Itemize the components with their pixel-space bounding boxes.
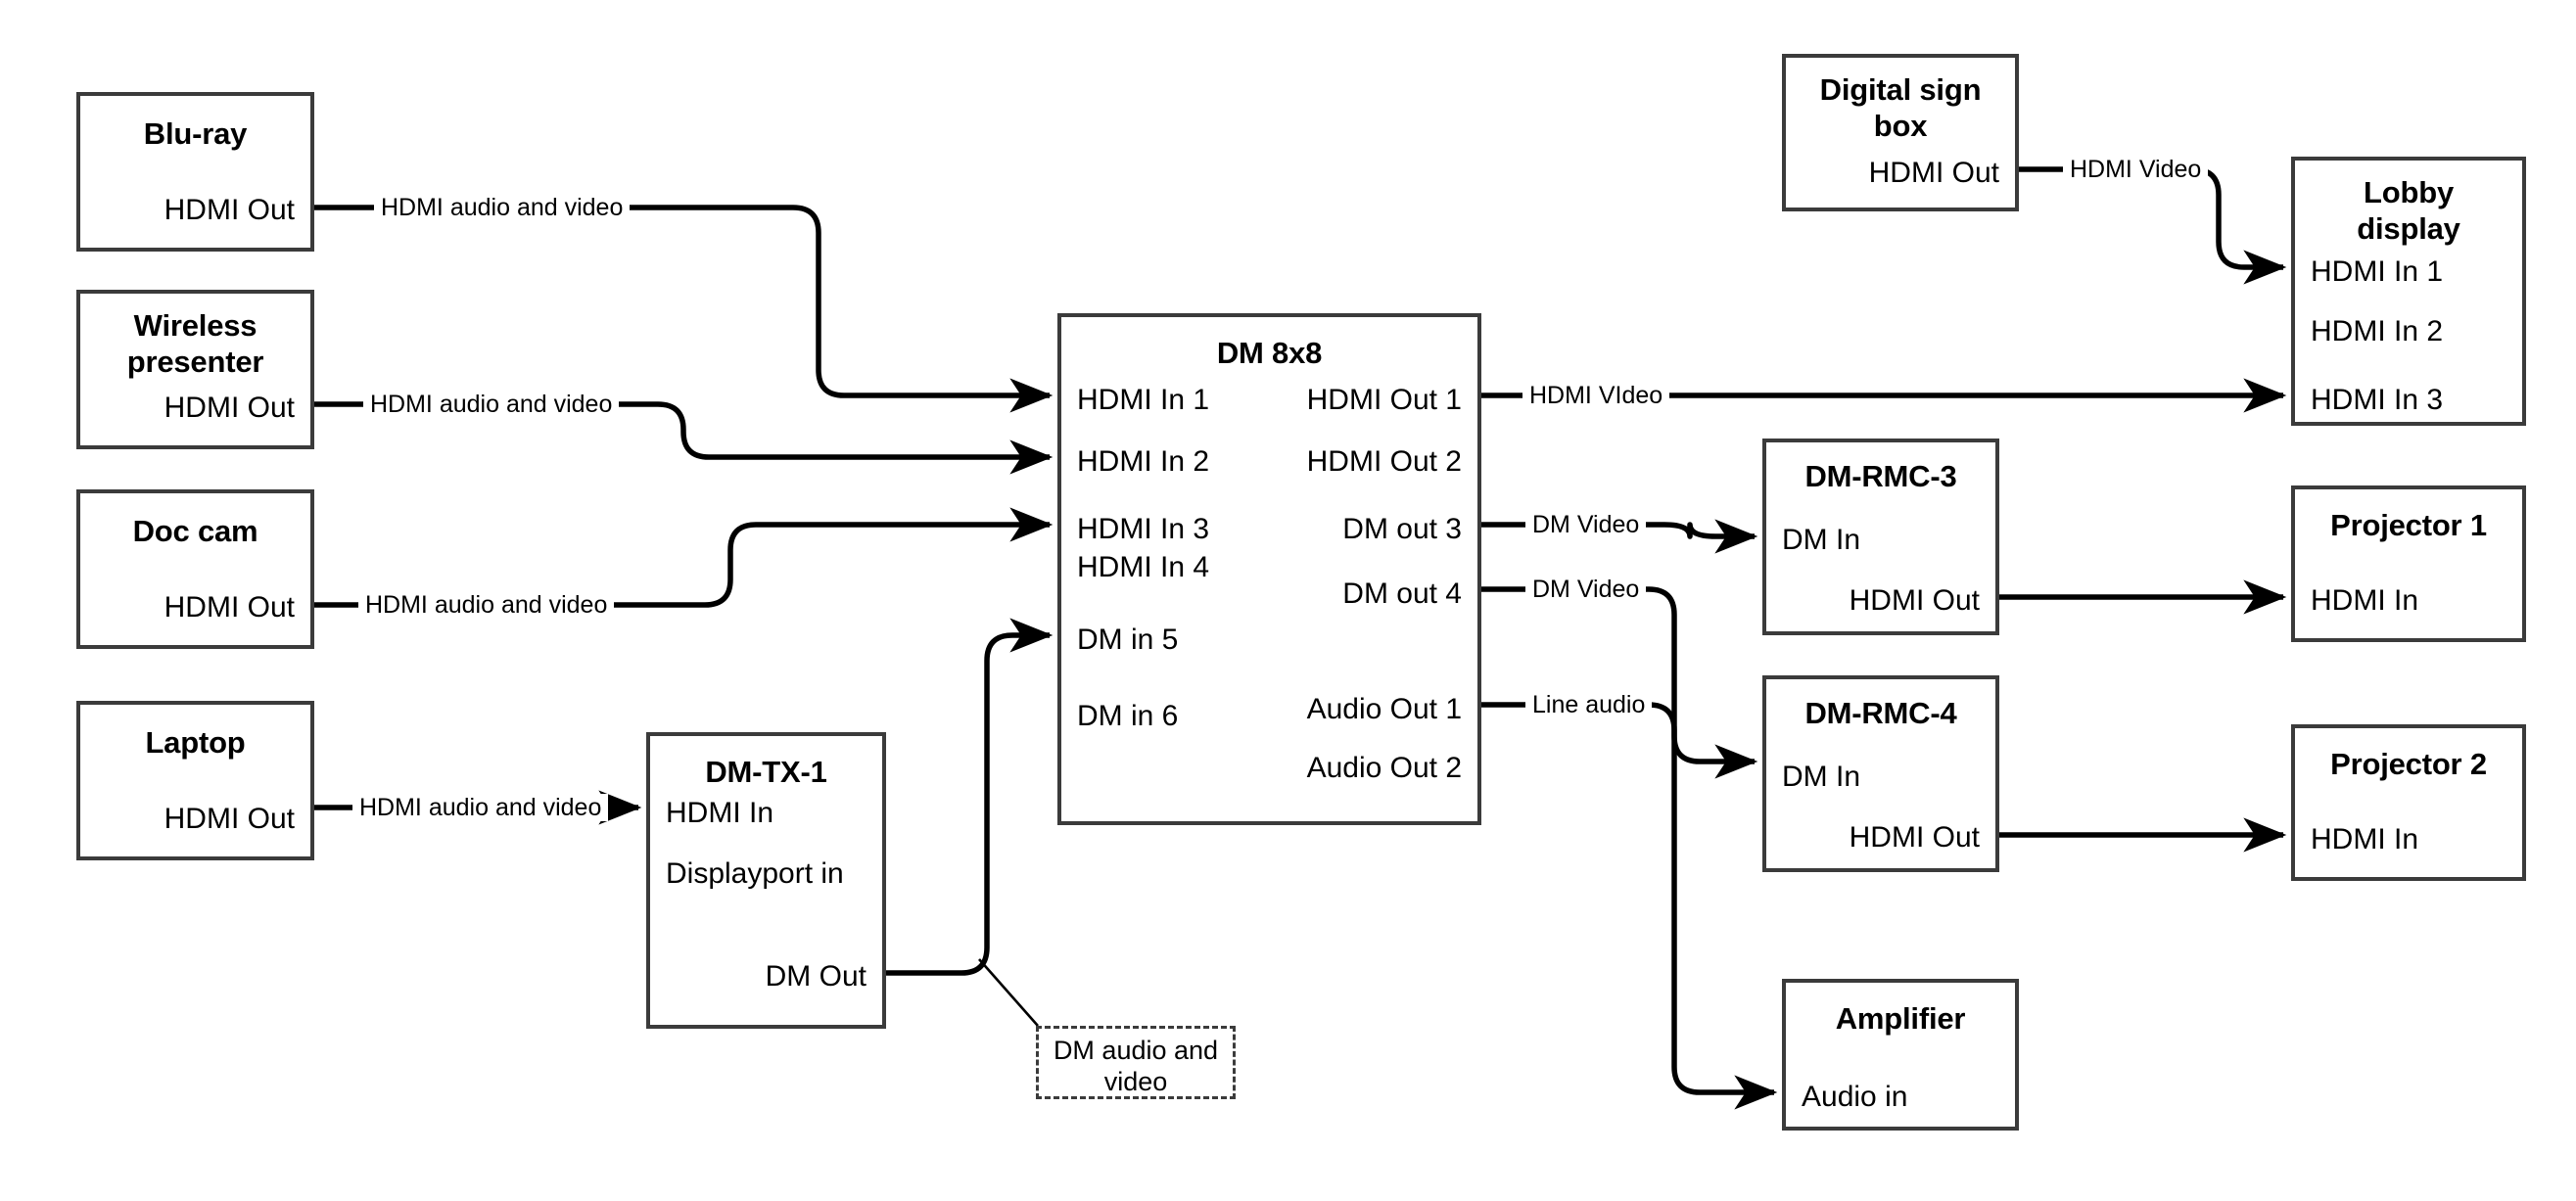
node-projector-1-port-hdmi-in: HDMI In <box>2311 584 2419 617</box>
wire-label-dm-hdmiout1: HDMI VIdeo <box>1522 382 1670 409</box>
node-amplifier-port-audio-in: Audio in <box>1802 1081 1908 1113</box>
node-dm-8x8-output-1: HDMI Out 1 <box>1306 384 1462 416</box>
node-lobby-display-input-1: HDMI In 1 <box>2311 255 2444 288</box>
node-dm-8x8-input-3: HDMI In 3 <box>1077 513 1210 545</box>
note-dm-audio-and-video-text: DM audio and video <box>1053 1036 1219 1096</box>
node-amplifier-title: Amplifier <box>1835 1001 1966 1036</box>
node-dm-tx-1[interactable]: DM-TX-1 HDMI In Displayport in DM Out <box>646 732 886 1029</box>
node-wireless-presenter-title: Wireless presenter <box>126 308 264 379</box>
wire-label-bluray-to-dm: HDMI audio and video <box>374 194 631 221</box>
wire-label-dm-audioout1: Line audio <box>1525 691 1653 718</box>
note-dm-audio-and-video: DM audio and video <box>1036 1026 1236 1099</box>
node-dm-8x8-output-5: Audio Out 1 <box>1306 693 1462 725</box>
node-dm-rmc-3-port-dm-in: DM In <box>1782 524 1861 556</box>
node-bluray-port-hdmi-out: HDMI Out <box>164 194 295 226</box>
node-digital-sign-box-title: Digital sign box <box>1819 72 1982 143</box>
node-dm-8x8-input-6: DM in 6 <box>1077 700 1179 732</box>
node-lobby-display-title: Lobby display <box>2357 175 2460 246</box>
node-dm-tx-1-title: DM-TX-1 <box>705 755 827 789</box>
node-projector-2-title: Projector 2 <box>2330 747 2487 781</box>
node-dm-rmc-4[interactable]: DM-RMC-4 DM In HDMI Out <box>1762 675 1999 872</box>
node-dm-8x8-input-5: DM in 5 <box>1077 624 1179 656</box>
wire-dm-audioout1-to-amplifier <box>1481 702 1778 1110</box>
node-dm-tx-1-port-displayport-in: Displayport in <box>666 857 844 890</box>
node-doc-cam-port-hdmi-out: HDMI Out <box>164 591 295 624</box>
node-doc-cam-title: Doc cam <box>132 514 258 548</box>
node-laptop-title: Laptop <box>145 725 246 760</box>
node-dm-8x8-output-4: DM out 4 <box>1342 577 1462 610</box>
node-projector-2[interactable]: Projector 2 HDMI In <box>2291 724 2526 881</box>
node-digital-sign-box[interactable]: Digital sign box HDMI Out <box>1782 54 2019 211</box>
wire-label-wireless-to-dm: HDMI audio and video <box>363 391 620 418</box>
node-bluray[interactable]: Blu-ray HDMI Out <box>76 92 314 252</box>
node-dm-rmc-4-port-dm-in: DM In <box>1782 761 1861 793</box>
node-projector-1-title: Projector 1 <box>2330 508 2487 542</box>
wire-signbox-to-lobby-in1 <box>2019 166 2287 285</box>
wire-bluray-to-dm-in1 <box>314 205 1054 413</box>
node-dm-8x8[interactable]: DM 8x8 HDMI In 1 HDMI In 2 HDMI In 3 HDM… <box>1057 313 1481 825</box>
wire-label-doccam-to-dm: HDMI audio and video <box>358 591 615 619</box>
node-dm-tx-1-port-hdmi-in: HDMI In <box>666 797 774 829</box>
node-lobby-display-input-3: HDMI In 3 <box>2311 384 2444 416</box>
node-wireless-presenter-port-hdmi-out: HDMI Out <box>164 392 295 424</box>
node-wireless-presenter[interactable]: Wireless presenter HDMI Out <box>76 290 314 449</box>
node-doc-cam[interactable]: Doc cam HDMI Out <box>76 489 314 649</box>
node-projector-2-port-hdmi-in: HDMI In <box>2311 823 2419 855</box>
node-dm-rmc-3-title: DM-RMC-3 <box>1804 459 1957 493</box>
node-dm-rmc-3-port-hdmi-out: HDMI Out <box>1849 584 1980 617</box>
node-dm-8x8-input-4: HDMI In 4 <box>1077 551 1210 583</box>
node-dm-8x8-output-2: HDMI Out 2 <box>1306 445 1462 478</box>
node-digital-sign-box-port-hdmi-out: HDMI Out <box>1868 157 1999 189</box>
note-leader-line <box>978 958 1039 1027</box>
wire-label-dm-out3: DM Video <box>1525 511 1647 538</box>
node-dm-8x8-output-6: Audio Out 2 <box>1306 752 1462 784</box>
node-dm-rmc-3[interactable]: DM-RMC-3 DM In HDMI Out <box>1762 439 1999 635</box>
node-amplifier[interactable]: Amplifier Audio in <box>1782 979 2019 1131</box>
node-dm-tx-1-port-dm-out: DM Out <box>765 960 866 993</box>
node-dm-8x8-input-1: HDMI In 1 <box>1077 384 1210 416</box>
node-lobby-display-input-2: HDMI In 2 <box>2311 315 2444 347</box>
node-lobby-display[interactable]: Lobby display HDMI In 1 HDMI In 2 HDMI I… <box>2291 157 2526 426</box>
wire-dm-out4-to-rmc4 <box>1481 586 1758 779</box>
node-projector-1[interactable]: Projector 1 HDMI In <box>2291 485 2526 642</box>
node-laptop-port-hdmi-out: HDMI Out <box>164 803 295 835</box>
wire-label-signbox-to-lobby: HDMI Video <box>2063 156 2209 183</box>
node-laptop[interactable]: Laptop HDMI Out <box>76 701 314 860</box>
node-bluray-title: Blu-ray <box>143 116 248 151</box>
node-dm-rmc-4-port-hdmi-out: HDMI Out <box>1849 821 1980 854</box>
wire-label-dm-out4: DM Video <box>1525 576 1647 603</box>
node-dm-8x8-title: DM 8x8 <box>1216 336 1323 370</box>
node-dm-8x8-output-3: DM out 3 <box>1342 513 1462 545</box>
wire-dmtx1-to-dm-in5 <box>886 618 1054 976</box>
wire-label-laptop-to-dmtx1: HDMI audio and video <box>352 794 609 821</box>
node-dm-rmc-4-title: DM-RMC-4 <box>1804 696 1957 730</box>
node-dm-8x8-input-2: HDMI In 2 <box>1077 445 1210 478</box>
